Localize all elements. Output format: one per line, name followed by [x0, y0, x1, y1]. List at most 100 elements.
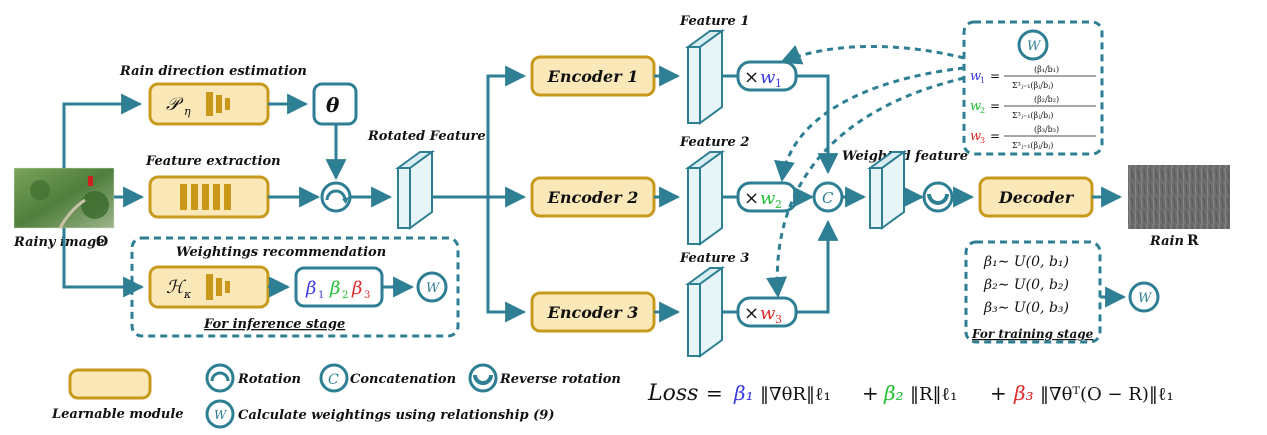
- w1-eq-lhs: w: [970, 69, 981, 84]
- inference-stage-box: [130, 236, 460, 338]
- rain-output-image: [1128, 165, 1230, 229]
- svg-text:=: =: [990, 129, 1000, 143]
- svg-text:C: C: [328, 372, 339, 388]
- loss-beta1: β₁: [733, 381, 754, 405]
- loss-beta3: β₃: [1013, 381, 1034, 405]
- rain-output-label: Rain: [1149, 234, 1184, 249]
- legend-reverse-rotation-label: Reverse rotation: [499, 372, 621, 387]
- h-kappa-module: ℋ κ: [148, 265, 270, 309]
- h-kappa-subscript: κ: [183, 288, 192, 301]
- arrow-to-encoder1: [432, 65, 527, 199]
- encoder2-module: Encoder 2: [530, 176, 656, 218]
- rotated-feature-label: Rotated Feature: [367, 129, 486, 144]
- svg-text:Encoder 3: Encoder 3: [547, 303, 639, 322]
- w3-eq-lhs: w: [970, 129, 981, 144]
- w2-eq-lhs: w: [970, 99, 981, 114]
- legend-learnable-swatch: [68, 368, 152, 400]
- rain-direction-label: Rain direction estimation: [119, 64, 307, 79]
- weights-box: [962, 20, 1104, 156]
- beta1: β: [305, 278, 316, 299]
- dashed-arrow-to-w2: [774, 66, 965, 183]
- dashed-arrow-to-w1: [780, 45, 965, 65]
- w-circle-top: W: [1017, 29, 1049, 61]
- concat-op: C: [812, 181, 844, 213]
- dashed-arrow-to-w3: [766, 76, 965, 299]
- svg-text:w: w: [760, 188, 776, 209]
- svg-text:Decoder: Decoder: [998, 188, 1075, 207]
- svg-text:w: w: [760, 303, 776, 324]
- loss-term1: ‖∇θR‖ℓ₁: [760, 384, 831, 405]
- weighted-feature-label: Weighted feature: [842, 149, 968, 164]
- feature1-label: Feature 1: [679, 14, 749, 29]
- svg-text:W: W: [1138, 291, 1153, 306]
- svg-text:Encoder 2: Encoder 2: [547, 188, 639, 207]
- weightings-recommendation-label: Weightings recommendation: [176, 245, 386, 260]
- arrow-w3-to-concat: [796, 219, 839, 314]
- svg-text:2: 2: [775, 198, 782, 211]
- svg-text:=: =: [990, 99, 1000, 113]
- legend-concat-label: Concatenation: [350, 372, 456, 387]
- reverse-rotation-op: [922, 181, 954, 213]
- w3-denominator: Σ³ⱼ₌₁(βⱼ/bⱼ): [1012, 141, 1053, 150]
- svg-text:2: 2: [980, 106, 985, 115]
- svg-text:×: ×: [744, 303, 759, 324]
- loss-equation: Loss = β₁ ‖∇θR‖ℓ₁ + β₂ ‖R‖ℓ₁ + β₃ ‖∇θᵀ(O…: [647, 381, 1174, 406]
- beta3-sub: 3: [364, 290, 370, 301]
- w3-numerator: (β₃/b₃): [1034, 125, 1059, 134]
- legend-rotation-label: Rotation: [237, 372, 301, 387]
- beta1-sub: 1: [318, 290, 324, 301]
- svg-text:W: W: [1027, 39, 1042, 54]
- feature2-block: [684, 150, 726, 246]
- svg-text:w: w: [760, 67, 776, 88]
- encoder1-module: Encoder 1: [530, 55, 656, 97]
- arrow-to-p-eta: [62, 93, 143, 168]
- loss-term2: ‖R‖ℓ₁: [910, 384, 957, 405]
- svg-text:×: ×: [744, 188, 759, 209]
- svg-text:=: =: [706, 381, 723, 405]
- legend-reverse-rotation-icon: [468, 363, 498, 393]
- loss-beta2: β₂: [883, 381, 904, 405]
- legend-learnable-label: Learnable module: [51, 407, 184, 422]
- feature-extraction-label: Feature extraction: [145, 154, 281, 169]
- legend-rotation-icon: [205, 363, 235, 393]
- w2-numerator: (β₂/b₂): [1034, 95, 1059, 104]
- svg-text:1: 1: [980, 76, 985, 85]
- svg-text:+: +: [990, 381, 1007, 405]
- betas-box: β 1 β 2 β 3: [294, 266, 384, 308]
- legend-concat-icon: C: [319, 363, 349, 393]
- w2-denominator: Σ³ⱼ₌₁(βⱼ/bⱼ): [1012, 111, 1053, 120]
- beta3: β: [351, 278, 362, 299]
- svg-text:C: C: [822, 189, 834, 207]
- svg-text:W: W: [426, 281, 441, 296]
- loss-term3: ‖∇θᵀ(O − R)‖ℓ₁: [1040, 384, 1174, 405]
- svg-text:W: W: [214, 408, 228, 422]
- feature3-block: [684, 266, 726, 358]
- svg-text:Encoder 1: Encoder 1: [547, 67, 639, 86]
- w-circle-inference: W: [416, 271, 448, 303]
- p-eta-module: 𝒫 η: [148, 82, 270, 126]
- theta-symbol: θ: [326, 93, 340, 117]
- w1-denominator: Σ³ⱼ₌₁(βⱼ/bⱼ): [1012, 81, 1053, 90]
- theta-box: θ: [312, 82, 358, 126]
- w1-numerator: (β₁/b₁): [1034, 65, 1059, 74]
- w2-multiplier: × w 2: [736, 181, 798, 213]
- feature1-block: [684, 29, 726, 125]
- rain-output-symbol: R: [1187, 233, 1199, 249]
- beta2: β: [329, 278, 340, 299]
- inference-stage-label: For inference stage: [203, 317, 345, 332]
- feature2-label: Feature 2: [679, 135, 749, 150]
- arrow-w1-to-concat: [796, 74, 839, 175]
- encoder3-module: Encoder 3: [530, 291, 656, 333]
- rotated-feature-block: [394, 150, 436, 230]
- svg-text:1: 1: [775, 77, 782, 90]
- svg-text:+: +: [862, 381, 879, 405]
- training-stage-label: For training stage: [971, 327, 1094, 341]
- decoder-module: Decoder: [978, 176, 1094, 218]
- svg-text:3: 3: [775, 313, 782, 326]
- svg-text:=: =: [990, 69, 1000, 83]
- legend-w-icon: W: [205, 399, 235, 429]
- w-circle-training: W: [1128, 281, 1160, 313]
- loss-lhs: Loss: [647, 381, 698, 406]
- rainy-image: [13, 167, 115, 229]
